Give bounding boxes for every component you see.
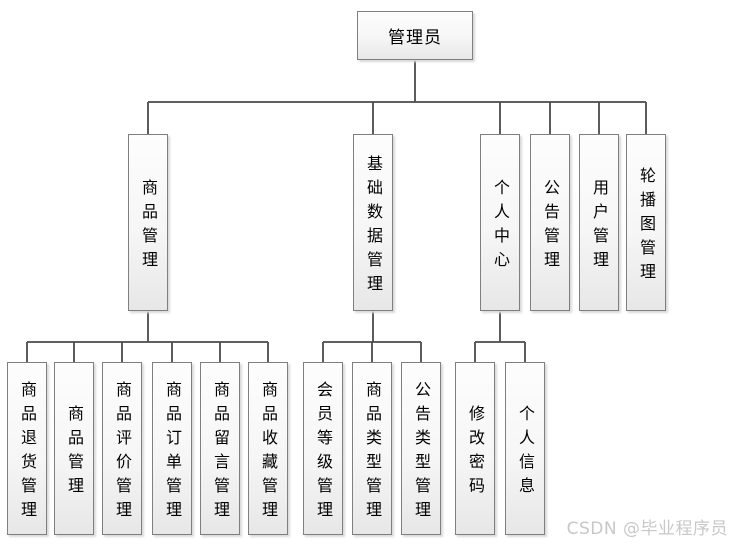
node-product-message-mgmt-label: 商品留言管理 [211, 380, 230, 525]
node-product-review-mgmt-label: 商品评价管理 [113, 380, 132, 525]
node-notice-mgmt: 公告管理 [530, 134, 570, 311]
node-notice-type-mgmt: 公告类型管理 [401, 362, 441, 535]
node-product-mgmt-sub: 商品管理 [54, 362, 94, 535]
watermark: CSDN @毕业程序员 [566, 519, 728, 539]
node-product-return-mgmt-label: 商品退货管理 [18, 380, 37, 525]
node-product-message-mgmt: 商品留言管理 [200, 362, 240, 535]
node-change-password: 修改密码 [455, 362, 495, 535]
node-product-review-mgmt: 商品评价管理 [102, 362, 142, 535]
node-product-type-mgmt-label: 商品类型管理 [363, 380, 382, 525]
node-admin-root: 管理员 [357, 11, 473, 60]
node-personal-info-label: 个人信息 [516, 404, 535, 501]
node-product-order-mgmt-label: 商品订单管理 [163, 380, 182, 525]
node-notice-type-mgmt-label: 公告类型管理 [412, 380, 431, 525]
node-member-level-mgmt-label: 会员等级管理 [314, 380, 333, 525]
node-product-mgmt-sub-label: 商品管理 [65, 404, 84, 501]
node-change-password-label: 修改密码 [466, 404, 485, 501]
node-product-mgmt: 商品管理 [128, 134, 168, 311]
node-basic-data-mgmt-label: 基础数据管理 [364, 154, 383, 299]
node-user-mgmt-label: 用户管理 [590, 178, 609, 275]
node-basic-data-mgmt: 基础数据管理 [353, 134, 393, 311]
node-personal-center: 个人中心 [480, 134, 520, 311]
node-product-favorite-mgmt-label: 商品收藏管理 [259, 380, 278, 525]
node-personal-center-label: 个人中心 [491, 178, 510, 275]
node-user-mgmt: 用户管理 [579, 134, 619, 311]
node-product-type-mgmt: 商品类型管理 [352, 362, 392, 535]
node-notice-mgmt-label: 公告管理 [541, 178, 560, 275]
node-admin-root-label: 管理员 [388, 28, 442, 48]
node-member-level-mgmt: 会员等级管理 [303, 362, 343, 535]
node-product-order-mgmt: 商品订单管理 [152, 362, 192, 535]
node-product-favorite-mgmt: 商品收藏管理 [248, 362, 288, 535]
node-carousel-mgmt-label: 轮播图管理 [637, 166, 656, 287]
node-personal-info: 个人信息 [505, 362, 545, 535]
node-carousel-mgmt: 轮播图管理 [626, 134, 666, 311]
node-product-return-mgmt: 商品退货管理 [7, 362, 47, 535]
node-product-mgmt-label: 商品管理 [139, 178, 158, 275]
